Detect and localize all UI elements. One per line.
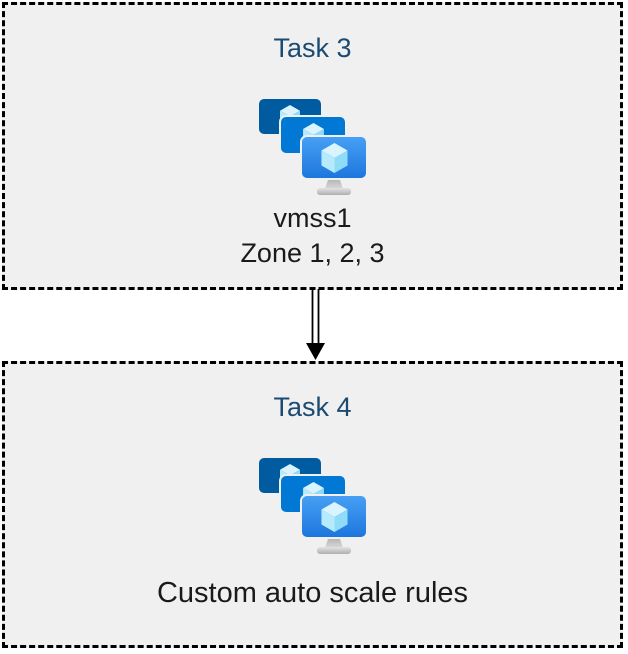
task4-labels: Custom auto scale rules [157,576,468,611]
task4-box: Task 4 [2,361,623,648]
zone-label: Zone 1, 2, 3 [240,238,385,268]
monitor-stand-neck [325,177,343,189]
autoscale-rules-label: Custom auto scale rules [156,577,469,609]
task3-title: Task 3 [273,33,352,63]
monitor-stand-neck [325,536,343,548]
task3-labels: vmss1 Zone 1, 2, 3 [240,201,384,271]
task3-box: Task 3 [2,2,623,290]
task4-title: Task 4 [273,392,352,422]
monitor-stand-base [317,547,351,554]
vmss-name-label: vmss1 [273,203,352,233]
cube-icon [320,142,348,173]
monitor-front-shape [302,496,366,537]
monitor-front-shape [302,137,366,178]
monitor-stand-base [317,188,351,195]
vmss-icon [259,99,366,195]
cube-icon [320,501,348,532]
vmss-icon [259,458,366,554]
arrow-down-icon [306,289,325,360]
